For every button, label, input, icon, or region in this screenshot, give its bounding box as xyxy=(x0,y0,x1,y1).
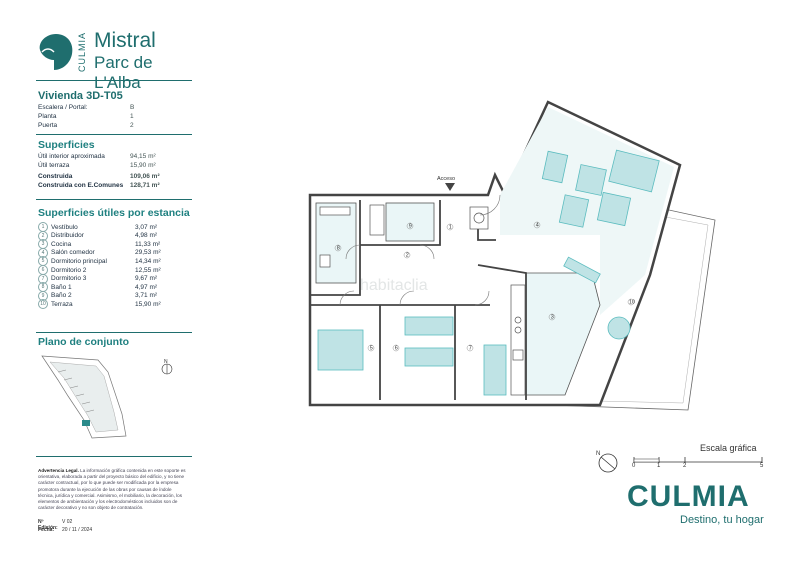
estancia-label: Salón comedor xyxy=(51,249,95,257)
terrace-table xyxy=(607,316,631,340)
divider xyxy=(36,199,192,200)
svg-text:N: N xyxy=(164,359,168,365)
estancia-label: Baño 2 xyxy=(51,292,72,300)
estancia-label: Baño 1 xyxy=(51,283,72,291)
sofa xyxy=(608,149,660,193)
north-arrow-icon: N xyxy=(161,359,173,375)
estancia-value: 3,07 m² xyxy=(135,223,158,231)
estancia-number: 10 xyxy=(38,299,48,310)
svg-text:3: 3 xyxy=(551,315,554,321)
svg-text:N: N xyxy=(596,451,600,457)
scale-tick: 0 xyxy=(632,463,636,469)
conjunto-title: Plano de conjunto xyxy=(38,336,129,348)
divider xyxy=(36,332,192,333)
kitchen-cabinets xyxy=(510,284,526,396)
watermark: habitaclia xyxy=(360,277,428,294)
svg-text:6: 6 xyxy=(395,346,398,352)
coffee-table xyxy=(558,194,590,228)
unit-title: Vivienda 3D-T05 xyxy=(38,90,123,102)
brand-title: Mistral xyxy=(94,29,156,52)
brand-subtitle: Parc de L'Alba xyxy=(94,53,153,92)
estancia-label: Dormitorio 3 xyxy=(51,275,87,283)
estancia-value: 4,97 m² xyxy=(135,283,158,291)
bed-principal xyxy=(317,329,364,371)
scale-tick: 5 xyxy=(760,463,764,469)
estancia-value: 15,90 m² xyxy=(135,300,161,308)
estancia-value: 12,55 m² xyxy=(135,266,161,274)
divider xyxy=(36,456,192,457)
bed-3 xyxy=(483,344,507,396)
svg-text:2: 2 xyxy=(406,253,409,259)
divider xyxy=(36,80,192,81)
entry-arrow-icon xyxy=(445,183,455,191)
svg-text:4: 4 xyxy=(536,223,539,229)
svg-text:7: 7 xyxy=(469,346,472,352)
brand-small: CULMIA xyxy=(77,31,87,72)
bed-2a xyxy=(404,316,454,336)
estancia-value: 29,53 m² xyxy=(135,249,161,257)
scale-title: Escala gráfica xyxy=(700,443,757,453)
acceso-label: Acceso xyxy=(437,176,455,182)
estancia-value: 11,33 m² xyxy=(135,240,161,248)
svg-text:8: 8 xyxy=(337,246,340,252)
estancia-value: 3,71 m² xyxy=(135,292,158,300)
unit-row: Escalera / Portal:B xyxy=(38,104,135,111)
estancia-value: 4,98 m² xyxy=(135,232,158,240)
info-panel: CULMIA Mistral Parc de L'Alba Vivienda 3… xyxy=(0,0,200,566)
footer-brand: CULMIA xyxy=(627,480,750,513)
svg-text:10: 10 xyxy=(629,300,635,306)
svg-text:9: 9 xyxy=(409,224,412,230)
estancias-title: Superficies útiles por estancia xyxy=(38,207,190,219)
estancia-label: Dormitorio principal xyxy=(51,257,107,265)
kitchen-counter xyxy=(563,256,601,284)
svg-text:5: 5 xyxy=(370,346,373,352)
estancia-value: 14,34 m² xyxy=(135,257,161,265)
scale-tick: 1 xyxy=(657,463,661,469)
culmia-leaf-logo-icon xyxy=(39,34,73,70)
date-row: Fecha:20 / 11 / 2024 xyxy=(38,527,93,533)
room-numbers: 1 2 3 4 5 6 7 8 9 10 xyxy=(334,221,635,352)
divider xyxy=(36,134,192,135)
bed-2b xyxy=(404,347,454,367)
site-plan xyxy=(41,355,127,439)
estancia-label: Dormitorio 2 xyxy=(51,266,87,274)
estancia-label: Vestíbulo xyxy=(51,223,78,231)
estancia-label: Terraza xyxy=(51,300,73,308)
legal-notice: Advertencia Legal. La información gráfic… xyxy=(38,468,186,511)
estancia-value: 9,67 m² xyxy=(135,275,158,283)
sofa-chair xyxy=(596,191,632,227)
north-arrow-icon: N xyxy=(596,451,618,473)
scale-tick: 2 xyxy=(683,463,687,469)
svg-text:1: 1 xyxy=(449,225,452,231)
table xyxy=(541,150,569,184)
scale-bar xyxy=(633,457,763,463)
estancia-label: Cocina xyxy=(51,240,72,248)
superficies-title: Superficies xyxy=(38,139,95,151)
floor-plan: Acceso habitaclia 1 2 3 4 5 6 7 8 9 10 xyxy=(308,100,716,411)
sofa-chair xyxy=(575,164,607,196)
footer-tagline: Destino, tu hogar xyxy=(680,514,764,526)
estancia-label: Distribuidor xyxy=(51,232,84,240)
edition-row: Nº Edición:V 02 xyxy=(38,519,73,531)
